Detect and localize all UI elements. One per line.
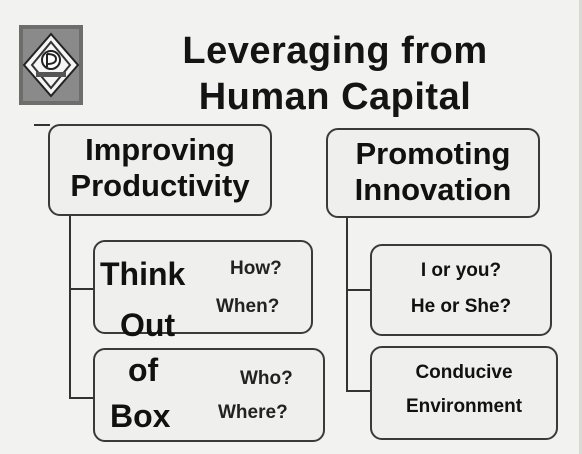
out-text: Out xyxy=(120,307,176,343)
connector-line xyxy=(69,288,95,290)
connector-line xyxy=(346,390,372,392)
of-text: of xyxy=(128,352,159,388)
promoting-innovation-box: Promoting Innovation xyxy=(326,128,540,218)
title-line-2: Human Capital xyxy=(198,76,472,118)
connector-line xyxy=(69,397,95,399)
i-or-you-text: I or you? xyxy=(420,260,502,281)
header-text: Productivity xyxy=(70,168,250,203)
improving-productivity-box: Improving Productivity xyxy=(48,124,272,216)
where-text: Where? xyxy=(218,402,288,423)
how-text: How? xyxy=(230,258,282,279)
connector-line xyxy=(69,214,71,398)
conducive-text: Conducive xyxy=(415,362,513,383)
i-or-you-box: I or you? He or She? xyxy=(370,244,552,336)
think-text: Think xyxy=(100,256,186,292)
box-text: Box xyxy=(110,398,171,434)
who-where-box xyxy=(93,348,325,442)
when-text: When? xyxy=(216,296,280,317)
connector-line xyxy=(34,124,50,126)
title-line-1: Leveraging from xyxy=(182,30,488,72)
slide-title: Leveraging from Human Capital xyxy=(120,28,550,120)
header-text: Improving xyxy=(85,132,235,167)
header-text: Promoting xyxy=(355,136,511,171)
how-when-box xyxy=(93,240,313,334)
conducive-environment-box: Conducive Environment xyxy=(370,346,558,440)
connector-line xyxy=(346,216,348,392)
header-text: Innovation xyxy=(354,172,512,207)
he-or-she-text: He or She? xyxy=(410,296,512,317)
connector-line xyxy=(346,289,372,291)
institution-logo xyxy=(19,25,83,105)
environment-text: Environment xyxy=(405,396,523,417)
who-text: Who? xyxy=(240,368,293,389)
